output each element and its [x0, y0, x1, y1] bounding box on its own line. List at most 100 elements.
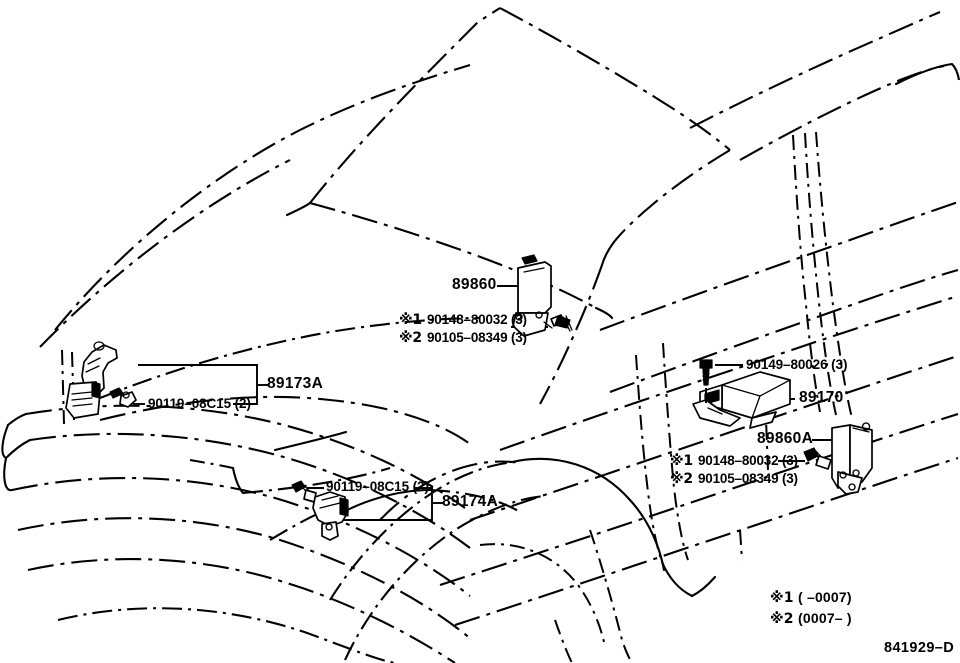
note-89860A-bolt-2: 90105–08349 (3)	[698, 471, 798, 486]
bolt-89170-illustration	[699, 359, 713, 408]
part-89860A-illustration	[803, 422, 873, 495]
body-line-a-pillar-front	[613, 149, 731, 243]
bracket-89174A-ribs	[319, 495, 341, 509]
body-line-jamb-tick-2	[739, 529, 743, 561]
bolt-90149-slot	[702, 360, 709, 368]
ecu-89170-edges	[721, 379, 791, 419]
body-line-door-corner	[660, 560, 694, 598]
label-89860: 89860	[452, 276, 497, 293]
body-line-bumper-1	[25, 404, 466, 509]
body-line-a-pillar-bend	[600, 240, 616, 267]
label-89173A: 89173A	[267, 375, 324, 392]
reference-mark-2b-icon: ※2	[670, 471, 693, 487]
body-line-hood-front	[99, 395, 471, 445]
body-line-door-upper	[499, 294, 959, 451]
body-line-bumper-5	[27, 558, 456, 663]
sensor-89860A-hole-1	[839, 471, 847, 479]
note-89860-mark2: ※2 90105–08349 (3)	[399, 330, 527, 346]
sensor-89860-hole-1	[515, 313, 523, 321]
body-line-wheelarch-outer	[510, 457, 666, 572]
label-89170-bolt: 90149–80026 (3)	[746, 357, 848, 372]
body-line-rocker-step	[690, 575, 717, 598]
sensor-89860A-hole-top	[861, 422, 871, 431]
body-line-wheelarch-lip-2	[554, 619, 573, 663]
body-line-rocker-upper	[439, 412, 959, 586]
bolt-89860-illustration	[550, 314, 573, 332]
note-89860-mark1: ※1 90148–80032 (3)	[399, 312, 527, 328]
body-line-bumper-6	[57, 607, 396, 663]
label-89174A-bolt: 90119–08C15 (2)	[326, 479, 429, 494]
sensor-89860A-top-line	[852, 427, 870, 433]
part-89174A-illustration	[291, 480, 349, 541]
body-line-waist-upper	[599, 201, 959, 331]
label-89860A: 89860A	[757, 430, 814, 447]
body-line-cowl-joint	[594, 306, 614, 320]
bolt-89860-thread	[562, 315, 573, 332]
sensor-89860-hole-2	[535, 311, 543, 319]
body-line-wheelarch-rear	[589, 529, 633, 663]
note-89860A-mark1: ※1 90148–80032 (3)	[670, 453, 798, 469]
body-line-fender-r-arc-3	[269, 505, 336, 541]
sensor-89860A-hole-2	[852, 469, 860, 477]
body-line-b-pillar-2	[804, 132, 837, 416]
part-89170-illustration	[692, 359, 791, 429]
label-89173A-bolt: 90119–08C15 (2)	[148, 396, 251, 411]
bolt-89173A-illustration	[109, 387, 137, 408]
body-line-bumper-left-edge-2	[3, 456, 14, 492]
body-line-grille	[273, 430, 348, 452]
body-line-waist-lower	[609, 268, 959, 393]
body-line-windshield-left	[309, 7, 501, 204]
bolt-89174A-washer	[303, 489, 317, 503]
body-line-wheelarch-inner-2	[344, 494, 546, 661]
footnote-1-range: ( –0007)	[798, 589, 852, 605]
footnote-2: ※2 (0007– )	[770, 610, 852, 627]
ecu-89170-detail	[707, 407, 723, 415]
footnote-2-range: (0007– )	[798, 610, 852, 626]
note-89860A-bolt-1: 90148–80032 (3)	[698, 453, 798, 468]
footnote-mark-2-icon: ※2	[770, 611, 794, 627]
bracket-89173A-ribs	[85, 357, 101, 373]
body-line-pillar-joint	[285, 201, 312, 217]
body-line-wheelarch-lip	[479, 543, 605, 643]
bolt-89860-washer	[554, 315, 571, 329]
footnote-1: ※1 ( –0007)	[770, 589, 852, 606]
body-line-b-pillar-1	[792, 134, 821, 413]
sensor-89860-tick	[543, 321, 553, 329]
bracket-89174A-connector	[339, 497, 349, 517]
body-line-bumper-2	[29, 432, 471, 549]
part-89860-illustration	[512, 254, 573, 337]
drawing-code: 841929–D	[884, 640, 955, 656]
body-line-headlamp-bottom	[242, 466, 391, 495]
bolt-89860A-head	[803, 447, 819, 462]
label-89174A: 89174A	[442, 493, 499, 510]
body-line-b-pillar-3	[815, 131, 853, 419]
bolt-89173A-head	[109, 387, 123, 399]
body-line-roof-rear	[951, 63, 960, 81]
body-line-a-pillar-lower	[539, 264, 603, 405]
body-line-headlamp-top	[189, 459, 234, 469]
body-line-bumper-3	[11, 477, 471, 597]
note-89860-bolt-2: 90105–08349 (3)	[427, 330, 527, 345]
ecu-89170-bracket-right	[749, 411, 777, 429]
bolt-90149-thread	[702, 369, 710, 381]
body-line-roof-edge	[739, 64, 945, 161]
bolt-89173A-washer	[119, 391, 137, 408]
reference-mark-2-icon: ※2	[399, 330, 422, 346]
footnote-mark-1-icon: ※1	[770, 590, 794, 606]
body-line-fender-vertical	[61, 349, 65, 425]
body-line-bumper-4	[17, 517, 473, 641]
body-line-cowl	[309, 201, 597, 309]
bolt-89174A-illustration	[291, 480, 317, 503]
sensor-89860-top-line	[523, 267, 545, 273]
sensor-89860-connector	[521, 254, 538, 265]
note-89860A-mark2: ※2 90105–08349 (3)	[670, 471, 798, 487]
reference-mark-1b-icon: ※1	[670, 453, 693, 469]
note-89860-bolt-1: 90148–80032 (3)	[427, 312, 527, 327]
body-line-bumper-tip-2	[4, 438, 32, 460]
bolt-89860A-washer	[815, 455, 832, 470]
reference-mark-1-icon: ※1	[399, 312, 422, 328]
sensor-89173A-connector	[91, 381, 101, 399]
body-line-rocker-lower	[454, 456, 959, 626]
